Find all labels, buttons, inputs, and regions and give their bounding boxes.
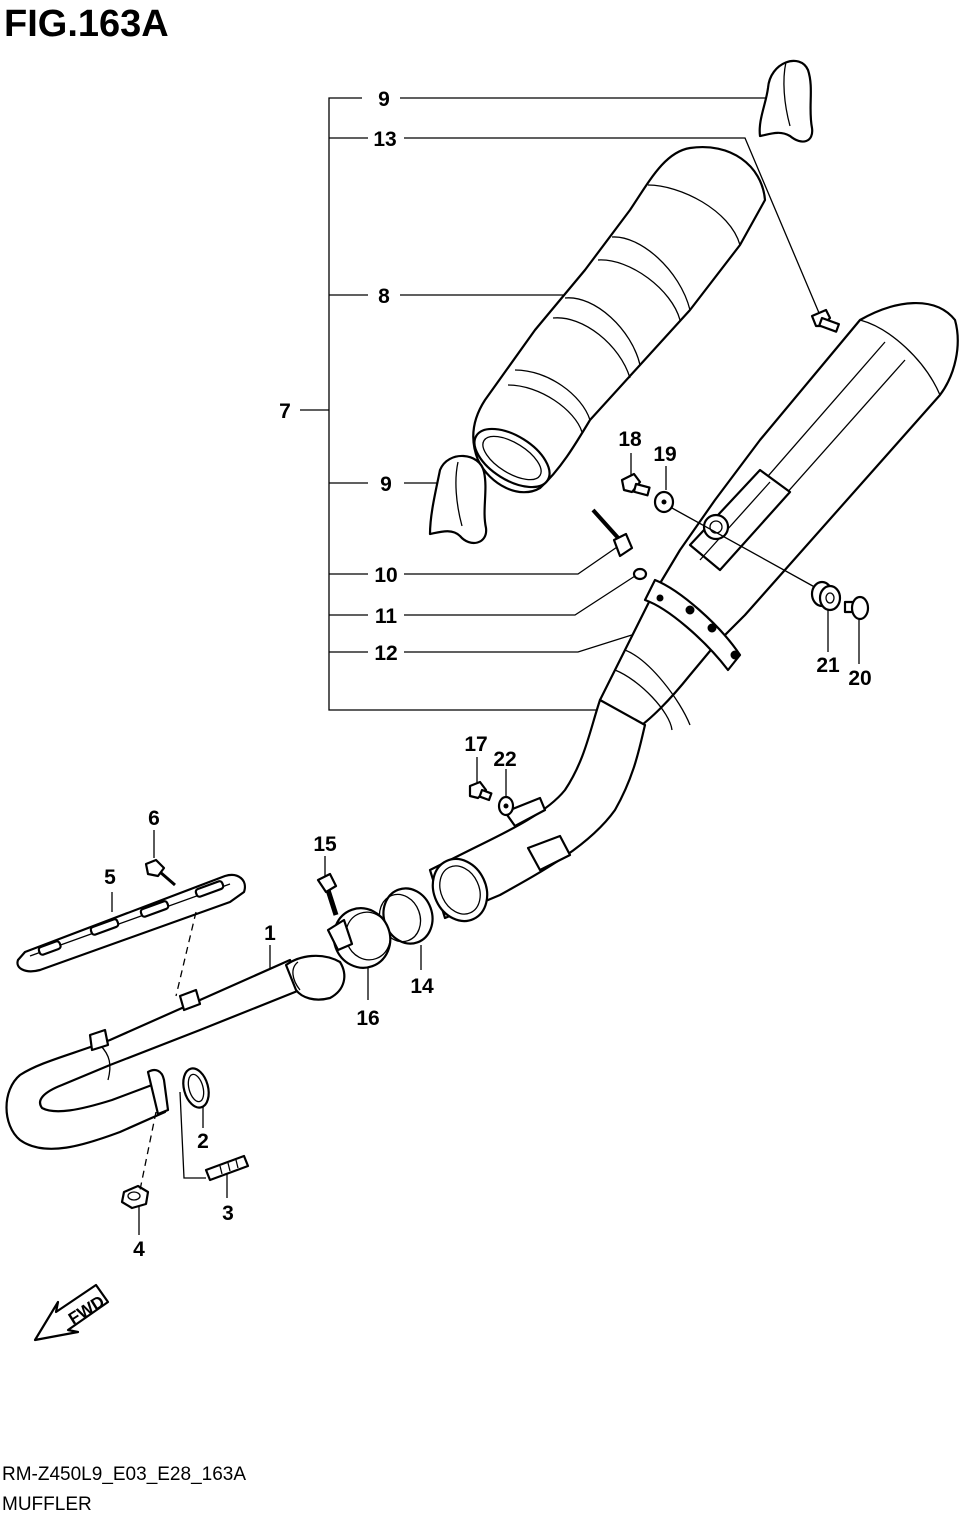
part-3-stud [204, 1154, 250, 1182]
figure-code: RM-Z450L9_E03_E28_163A [2, 1464, 246, 1485]
part-17-bolt [468, 780, 493, 802]
part-16-clamp [326, 907, 392, 969]
callout-7: 7 [279, 400, 291, 423]
callout-8: 8 [378, 285, 390, 308]
assembly-guide-lines [139, 911, 206, 1191]
part-9-wrap-top [758, 59, 814, 143]
callout-17: 17 [464, 733, 487, 756]
callout-16: 16 [356, 1007, 379, 1030]
callout-21: 21 [816, 654, 840, 677]
callout-12: 12 [374, 642, 397, 665]
part-4-nut [120, 1184, 150, 1210]
part-20-collar [843, 595, 870, 621]
part-10-rivet [591, 508, 634, 558]
part-1-exhaust-pipe [5, 954, 346, 1150]
callout-13: 13 [373, 128, 396, 151]
figure-name: MUFFLER [2, 1494, 92, 1515]
callout-22: 22 [493, 748, 516, 771]
part-9-wrap-bottom [428, 454, 488, 545]
figure-title: FIG.163A [4, 3, 169, 45]
callout-numbers: 9 13 8 7 9 10 11 12 18 19 21 20 17 22 15… [104, 88, 872, 1261]
part-19-washer [653, 490, 675, 514]
callout-6: 6 [148, 807, 160, 830]
callout-15: 15 [313, 833, 337, 856]
callout-14: 14 [410, 975, 434, 998]
part-21-grommet [810, 580, 842, 612]
muffler-body [598, 301, 959, 732]
part-6-bolt [144, 858, 176, 887]
part-13-bolt [810, 308, 841, 333]
part-11-washer [632, 567, 648, 581]
muffler-inlet-pipe [428, 698, 647, 923]
part-14-gasket [378, 887, 434, 945]
part-5-heat-shield [16, 873, 246, 973]
part-15-bolt [316, 872, 339, 916]
callout-1: 1 [264, 922, 276, 945]
callout-10: 10 [374, 564, 397, 587]
callout-18: 18 [618, 428, 642, 451]
callout-20: 20 [848, 667, 871, 690]
callout-19: 19 [653, 443, 676, 466]
callout-9-top: 9 [378, 88, 390, 111]
callout-2: 2 [197, 1130, 209, 1153]
callout-5: 5 [104, 866, 116, 889]
fwd-arrow-icon: FWD [33, 1283, 110, 1342]
callout-11: 11 [375, 605, 398, 628]
assembly-7-bracket [300, 97, 610, 711]
leader-lines [111, 97, 860, 1235]
callout-9-bottom: 9 [380, 473, 392, 496]
part-2-gasket [182, 1067, 210, 1109]
part-22-washer [497, 795, 515, 817]
part-8-packing [472, 145, 767, 494]
part-18-bolt [620, 472, 651, 497]
callout-4: 4 [133, 1238, 145, 1261]
callout-3: 3 [222, 1202, 234, 1225]
